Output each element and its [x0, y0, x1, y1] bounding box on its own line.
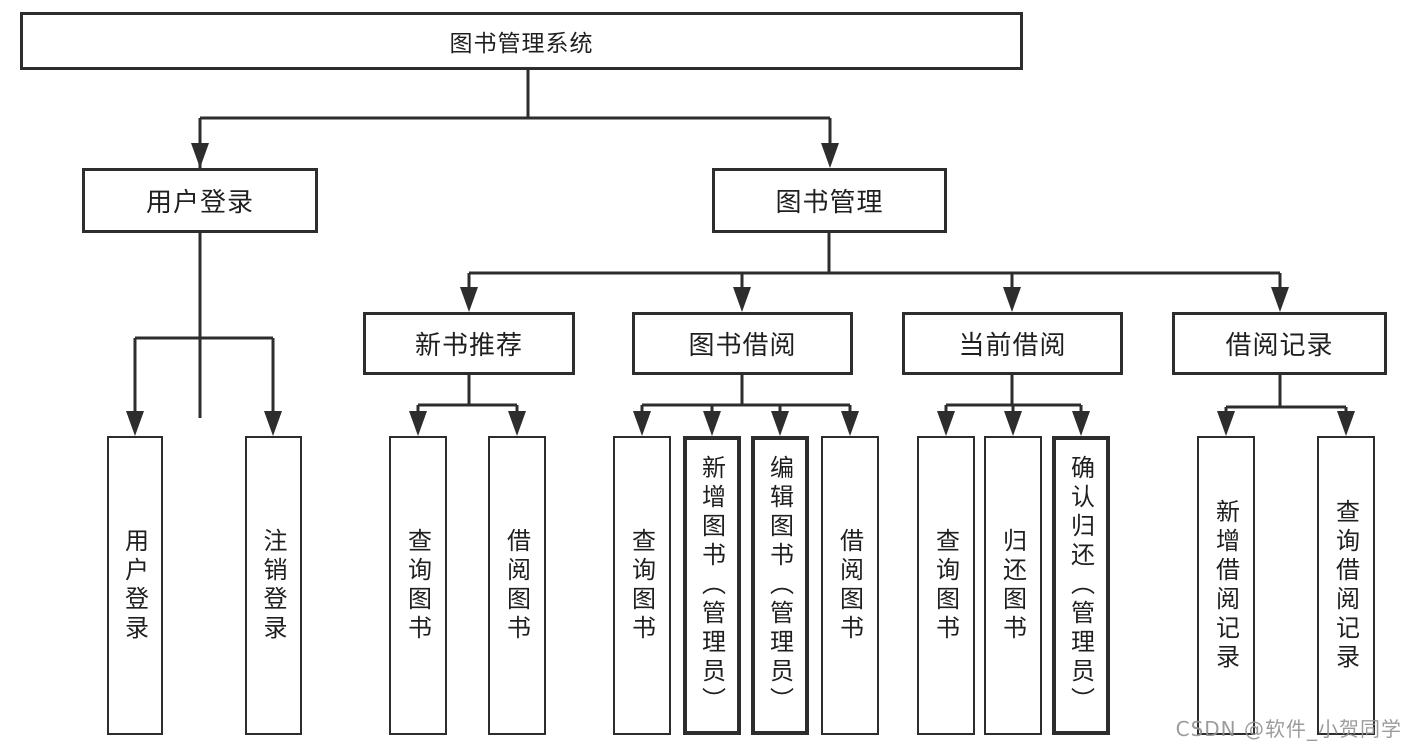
- node-borrow-books-action: 借阅图书: [821, 436, 879, 735]
- arrowhead-icon: [937, 411, 955, 436]
- arrowhead-icon: [1337, 411, 1355, 436]
- node-book-borrow: 图书借阅: [632, 312, 853, 375]
- node-new-book-recommend: 新书推荐: [363, 312, 575, 375]
- node-query-books-borrow: 查询图书: [613, 436, 671, 735]
- connector-borrow-records-branch: [1224, 375, 1348, 420]
- node-borrow-records: 借阅记录: [1172, 312, 1387, 375]
- arrowhead-icon: [264, 411, 282, 436]
- arrowhead-icon: [1004, 411, 1022, 436]
- arrowhead-icon: [409, 411, 427, 436]
- node-logout-action: 注销登录: [245, 436, 302, 735]
- node-current-borrow: 当前借阅: [902, 312, 1123, 375]
- node-book-management: 图书管理: [712, 168, 947, 233]
- arrowhead-icon: [1003, 287, 1021, 312]
- node-user-login-action: 用户登录: [107, 436, 163, 735]
- connector-book-borrow-branch: [640, 375, 852, 420]
- arrowhead-icon: [821, 143, 839, 168]
- node-borrow-books-recommend: 借阅图书: [488, 436, 546, 735]
- arrowhead-icon: [508, 411, 526, 436]
- arrowhead-icon: [841, 411, 859, 436]
- node-add-books-admin: 新增图书（管理员）: [683, 436, 741, 735]
- watermark: CSDN @软件_小贺同学: [1175, 717, 1402, 741]
- arrowhead-icon: [703, 411, 721, 436]
- connector-book-mgmt-branch: [467, 233, 1282, 296]
- connector-user-login-branch: [133, 118, 275, 420]
- node-add-borrow-record: 新增借阅记录: [1197, 436, 1255, 735]
- arrowhead-icon: [191, 143, 209, 168]
- node-confirm-return-admin: 确认归还（管理员）: [1052, 436, 1110, 735]
- connector-new-book-branch: [416, 375, 519, 420]
- connector-root-branch: [198, 70, 832, 418]
- arrowhead-icon: [633, 411, 651, 436]
- node-user-login: 用户登录: [82, 168, 318, 233]
- node-query-books-recommend: 查询图书: [389, 436, 447, 735]
- node-edit-books-admin: 编辑图书（管理员）: [751, 436, 809, 735]
- node-query-books-current: 查询图书: [917, 436, 975, 735]
- arrowhead-icon: [126, 411, 144, 436]
- node-return-books: 归还图书: [984, 436, 1042, 735]
- arrowhead-icon: [1072, 411, 1090, 436]
- arrowhead-icon: [771, 411, 789, 436]
- arrowhead-icon: [1271, 287, 1289, 312]
- node-root: 图书管理系统: [20, 12, 1023, 70]
- arrowhead-icon: [733, 287, 751, 312]
- arrowhead-icon: [460, 287, 478, 312]
- arrowhead-icon: [1217, 411, 1235, 436]
- node-query-borrow-record: 查询借阅记录: [1317, 436, 1375, 735]
